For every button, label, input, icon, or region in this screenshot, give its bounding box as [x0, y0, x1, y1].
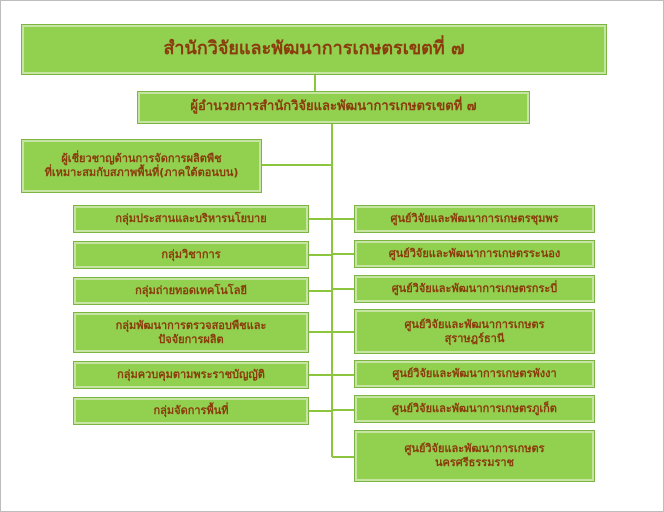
connector-center-1: [332, 218, 355, 220]
center-box-5: ศูนย์วิจัยและพัฒนาการเกษตรพังงา: [355, 361, 594, 387]
director-label: ผู้อำนวยการสำนักวิจัยและพัฒนาการเกษตรเขต…: [190, 99, 477, 115]
center-box-1: ศูนย์วิจัยและพัฒนาการเกษตรชุมพร: [355, 206, 594, 232]
connector-main-vertical: [331, 123, 333, 457]
center-label-line-1: ศูนย์วิจัยและพัฒนาการเกษตร: [404, 442, 545, 456]
expert-box: ผู้เชี่ยวชาญด้านการจัดการผลิตพืช ที่เหมา…: [22, 140, 261, 192]
connector-group-1: [308, 218, 332, 220]
connector-group-6: [308, 410, 332, 412]
connector-center-7: [332, 456, 355, 458]
group-label-line-2: ปัจจัยการผลิต: [158, 332, 224, 346]
center-label: ศูนย์วิจัยและพัฒนาการเกษตรระนอง: [388, 247, 561, 261]
director-box: ผู้อำนวยการสำนักวิจัยและพัฒนาการเกษตรเขต…: [138, 92, 529, 123]
connector-group-5: [308, 374, 332, 376]
center-label: ศูนย์วิจัยและพัฒนาการเกษตรภูเก็ต: [392, 402, 557, 416]
center-box-7: ศูนย์วิจัยและพัฒนาการเกษตร นครศรีธรรมราช: [355, 431, 594, 481]
center-box-3: ศูนย์วิจัยและพัฒนาการเกษตรกระบี่: [355, 276, 594, 302]
connector-group-2: [308, 254, 332, 256]
connector-center-3: [332, 288, 355, 290]
connector-center-5: [332, 374, 355, 376]
group-box-1: กลุ่มประสานและบริหารนโยบาย: [74, 206, 308, 232]
center-box-2: ศูนย์วิจัยและพัฒนาการเกษตรระนอง: [355, 241, 594, 267]
connector-center-4: [332, 331, 355, 333]
group-box-4: กลุ่มพัฒนาการตรวจสอบพืชและ ปัจจัยการผลิต: [74, 313, 308, 352]
group-box-5: กลุ่มควบคุมตามพระราชบัญญัติ: [74, 362, 308, 388]
expert-line-1: ผู้เชี่ยวชาญด้านการจัดการผลิตพืช: [61, 152, 222, 166]
group-label: กลุ่มควบคุมตามพระราชบัญญัติ: [117, 368, 265, 382]
center-label: ศูนย์วิจัยและพัฒนาการเกษตรกระบี่: [391, 282, 558, 296]
group-label: กลุ่มวิชาการ: [161, 248, 221, 262]
center-label-line-1: ศูนย์วิจัยและพัฒนาการเกษตร: [404, 317, 545, 331]
connector-group-3: [308, 290, 332, 292]
center-box-6: ศูนย์วิจัยและพัฒนาการเกษตรภูเก็ต: [355, 396, 594, 422]
org-title-box: สำนักวิจัยและพัฒนาการเกษตรเขตที่ ๗: [22, 25, 606, 74]
group-label-line-1: กลุ่มพัฒนาการตรวจสอบพืชและ: [115, 318, 267, 332]
connector-center-6: [332, 409, 355, 411]
expert-line-2: ที่เหมาะสมกับสภาพพื้นที่(ภาคใต้ตอนบน): [44, 166, 239, 179]
group-box-6: กลุ่มจัดการพื้นที่: [74, 398, 308, 424]
group-label: กลุ่มประสานและบริหารนโยบาย: [115, 212, 267, 226]
center-label: ศูนย์วิจัยและพัฒนาการเกษตรพังงา: [392, 367, 557, 381]
center-label-line-2: นครศรีธรรมราช: [434, 456, 514, 469]
center-label: ศูนย์วิจัยและพัฒนาการเกษตรชุมพร: [390, 212, 559, 226]
group-label: กลุ่มจัดการพื้นที่: [153, 404, 229, 418]
center-box-4: ศูนย์วิจัยและพัฒนาการเกษตร สุราษฎร์ธานี: [355, 310, 594, 353]
group-box-3: กลุ่มถ่ายทอดเทคโนโลยี: [74, 278, 308, 304]
center-label-line-2: สุราษฎร์ธานี: [444, 331, 505, 345]
connector-center-2: [332, 253, 355, 255]
group-label: กลุ่มถ่ายทอดเทคโนโลยี: [135, 284, 247, 298]
connector-group-4: [308, 331, 332, 333]
connector-title-director: [314, 74, 316, 92]
connector-expert: [261, 164, 332, 166]
group-box-2: กลุ่มวิชาการ: [74, 242, 308, 268]
org-title: สำนักวิจัยและพัฒนาการเกษตรเขตที่ ๗: [163, 38, 465, 60]
